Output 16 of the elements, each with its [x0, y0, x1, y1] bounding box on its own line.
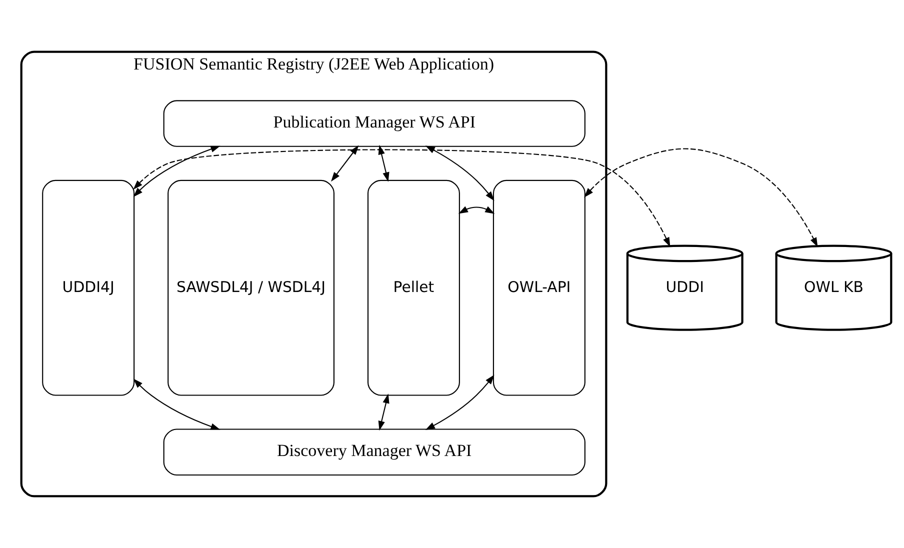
arrow — [133, 378, 220, 430]
arrow — [425, 374, 494, 430]
node-box: UDDI4J — [42, 180, 135, 396]
arrow — [331, 145, 359, 182]
arrow — [378, 394, 390, 431]
arrow — [584, 148, 818, 248]
arrow — [458, 206, 495, 214]
arrow — [378, 144, 390, 182]
node-box: Pellet — [367, 180, 460, 396]
node-box: Discovery Manager WS API — [163, 428, 586, 476]
arrow — [425, 146, 494, 201]
node-box: OWL-API — [492, 180, 586, 396]
arrow — [133, 149, 670, 248]
node-box: Publication Manager WS API — [163, 100, 586, 147]
arrow — [133, 146, 220, 198]
node-box: SAWSDL4J / WSDL4J — [168, 180, 334, 396]
